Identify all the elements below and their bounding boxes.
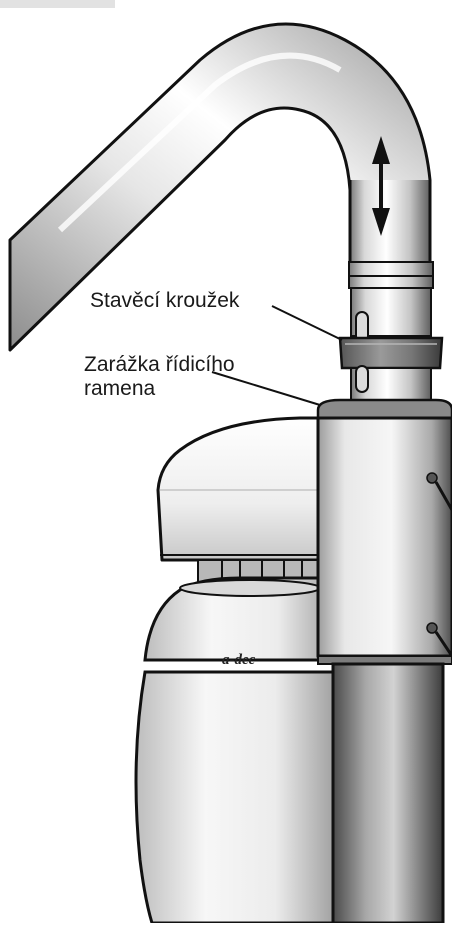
water-bottle <box>134 416 337 925</box>
brand-logo: a-dec <box>222 652 256 668</box>
double-arrow-vertical-icon <box>372 136 390 236</box>
arm-stop-label: Zarážka řídicího ramena <box>84 353 235 401</box>
inner-tube <box>350 365 432 403</box>
adjustment-ring-label: Stavěcí kroužek <box>90 289 240 312</box>
arm-stop-label-line2: ramena <box>84 377 156 400</box>
sleeve-bands <box>348 261 434 343</box>
arm-stop-label-line1: Zarážka řídicího <box>84 353 235 376</box>
control-arm <box>8 22 432 352</box>
callout-leaders <box>211 305 343 406</box>
arm-stop <box>316 398 452 420</box>
support-column <box>316 416 452 925</box>
adjustment-ring <box>338 336 444 370</box>
corner-tab <box>0 0 115 8</box>
